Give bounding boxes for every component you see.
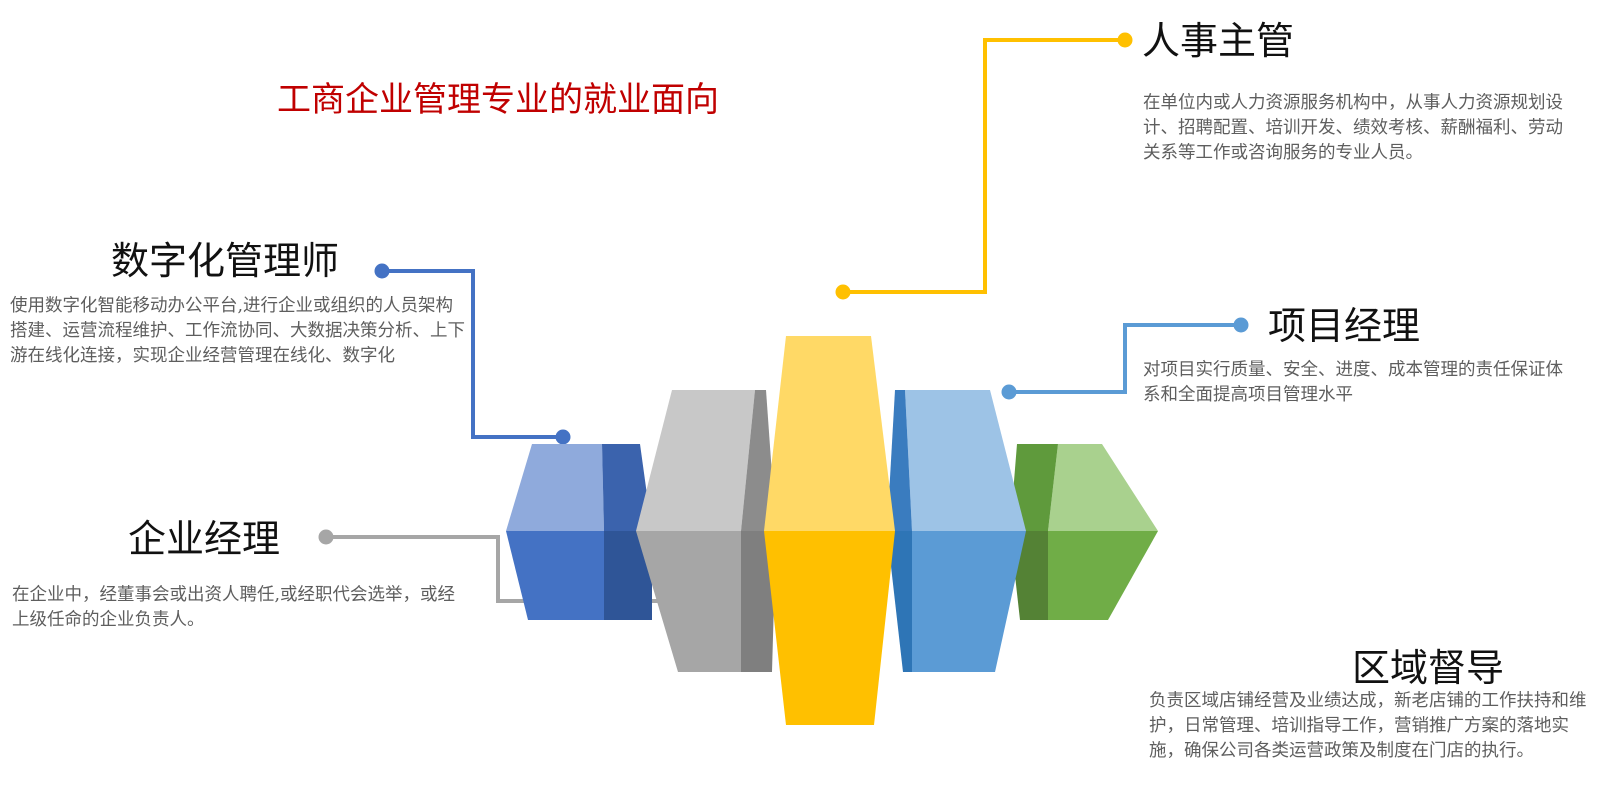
career-label-enterprise: 企业经理 — [128, 517, 281, 561]
career-label-digital: 数字化管理师 — [111, 239, 340, 283]
career-desc-hr: 在单位内或人力资源服务机构中，从事人力资源规划设计、招聘配置、培训开发、绩效考核… — [1143, 93, 1563, 163]
career-desc-regional: 负责区域店铺经营及业绩达成，新老店铺的工作扶持和维护，日常管理、培训指导工作，营… — [1149, 691, 1587, 761]
block-lightblue — [887, 390, 1026, 672]
career-desc-project: 对项目实行质量、安全、进度、成本管理的责任保证体系和全面提高项目管理水平 — [1143, 360, 1563, 405]
career-label-hr: 人事主管 — [1142, 19, 1295, 63]
career-label-project: 项目经理 — [1268, 304, 1421, 348]
block-green — [1010, 444, 1158, 620]
page-title: 工商企业管理专业的就业面向 — [277, 80, 719, 120]
career-desc-enterprise: 在企业中，经董事会或出资人聘任,或经职代会选举，或经上级任命的企业负责人。 — [12, 585, 456, 630]
block-gray — [636, 390, 776, 672]
connector-digital — [374, 263, 571, 445]
block-yellow — [764, 336, 895, 725]
career-label-regional: 区域督导 — [1352, 646, 1505, 690]
career-desc-digital: 使用数字化智能移动办公平台,进行企业或组织的人员架构搭建、运营流程维护、工作流协… — [10, 296, 465, 366]
connector-project — [1001, 317, 1249, 400]
connector-hr — [835, 32, 1133, 300]
block-blue — [506, 444, 652, 620]
